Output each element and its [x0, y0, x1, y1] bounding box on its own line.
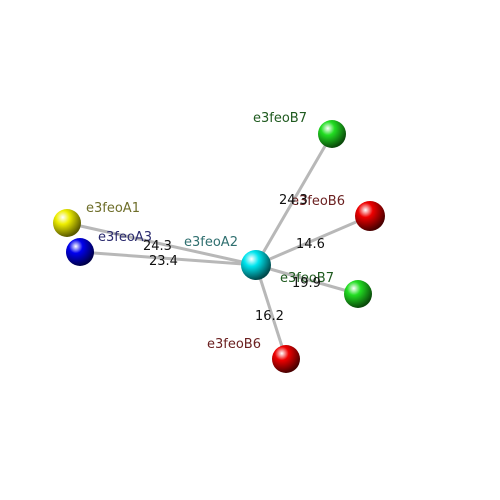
label-e3feoB7-right: e3feoB7: [280, 271, 334, 286]
atom-e3feoA3: [66, 238, 94, 266]
atom-e3feoA1: [53, 209, 81, 237]
bond-a3: [78, 250, 258, 267]
bond-b6-bottom: [254, 263, 288, 361]
bond-a1: [65, 221, 258, 267]
label-e3feoA2-center: e3feoA2: [184, 235, 238, 250]
distance-a1: 24.3: [143, 239, 172, 254]
bond-b7-top: [254, 132, 334, 267]
atom-e3feoB7-top: [318, 120, 346, 148]
distance-b6-right: 14.6: [296, 237, 325, 252]
distance-b6-bottom: 16.2: [255, 309, 284, 324]
distance-a3: 23.4: [149, 254, 178, 269]
label-e3feoB6-bottom: e3feoB6: [207, 337, 261, 352]
distance-b7-right: 19.9: [292, 276, 321, 291]
atom-e3feoB6-bottom: [272, 345, 300, 373]
bond-b7-right: [254, 263, 360, 296]
bond-b6-right: [254, 214, 372, 267]
label-e3feoA3: e3feoA3: [98, 230, 152, 245]
distance-b7-top: 24.3: [279, 193, 308, 208]
atom-e3feoA2-center: [241, 250, 271, 280]
label-e3feoB6-right: e3feoB6: [291, 194, 345, 209]
label-e3feoA1: e3feoA1: [86, 201, 140, 216]
bonds: [65, 132, 372, 361]
atom-e3feoB6-right: [355, 201, 385, 231]
atom-e3feoB7-right: [344, 280, 372, 308]
label-e3feoB7-top: e3feoB7: [253, 111, 307, 126]
